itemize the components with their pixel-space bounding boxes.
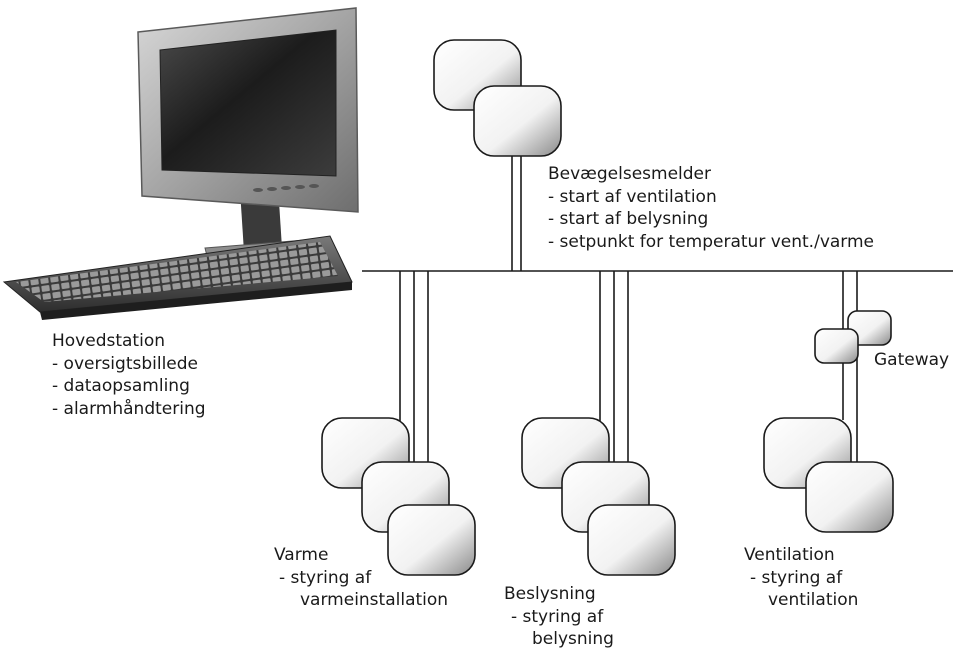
ventilation-line-1: - styring af <box>750 567 843 588</box>
gateway-devices <box>814 310 892 364</box>
bevaegelsesmelder-item-1: - start af ventilation <box>548 186 717 207</box>
label-hovedstation: Hovedstation - oversigtsbillede - dataop… <box>52 330 206 420</box>
hovedstation-item-3: - alarmhåndtering <box>52 398 206 419</box>
hovedstation-title: Hovedstation <box>52 331 165 351</box>
ventilation-devices <box>763 417 894 533</box>
bevaegelsesmelder-item-2: - start af belysning <box>548 209 709 229</box>
bevaegelsesmelder-title: Bevægelsesmelder <box>548 164 712 184</box>
varme-devices <box>321 417 476 576</box>
beslysning-line-1: - styring af <box>511 606 604 627</box>
label-varme: Varme - styring af varmeinstallation <box>274 544 448 612</box>
computer-monitor-icon <box>137 7 359 269</box>
label-gateway: Gateway <box>874 349 949 372</box>
beslysning-title: Beslysning <box>504 584 596 604</box>
ventilation-line-2: ventilation <box>768 590 859 610</box>
ventilation-title: Ventilation <box>744 545 835 565</box>
label-bevaegelsesmelder: Bevægelsesmelder - start af ventilation … <box>548 163 874 253</box>
varme-line-1: - styring af <box>279 567 372 588</box>
bevaegelsesmelder-item-3: - setpunkt for temperatur vent./varme <box>548 231 875 252</box>
gateway-title: Gateway <box>874 350 950 370</box>
label-beslysning: Beslysning - styring af belysning <box>504 583 614 651</box>
beslysning-devices <box>521 417 676 576</box>
hovedstation-item-1: - oversigtsbillede <box>52 353 199 374</box>
motion-sensor-devices <box>433 39 562 157</box>
hovedstation-item-2: - dataopsamling <box>52 376 190 396</box>
keyboard-icon <box>2 235 353 320</box>
label-ventilation: Ventilation - styring af ventilation <box>744 544 858 612</box>
varme-title: Varme <box>274 545 329 565</box>
beslysning-line-2: belysning <box>532 629 614 649</box>
varme-line-2: varmeinstallation <box>300 590 449 610</box>
